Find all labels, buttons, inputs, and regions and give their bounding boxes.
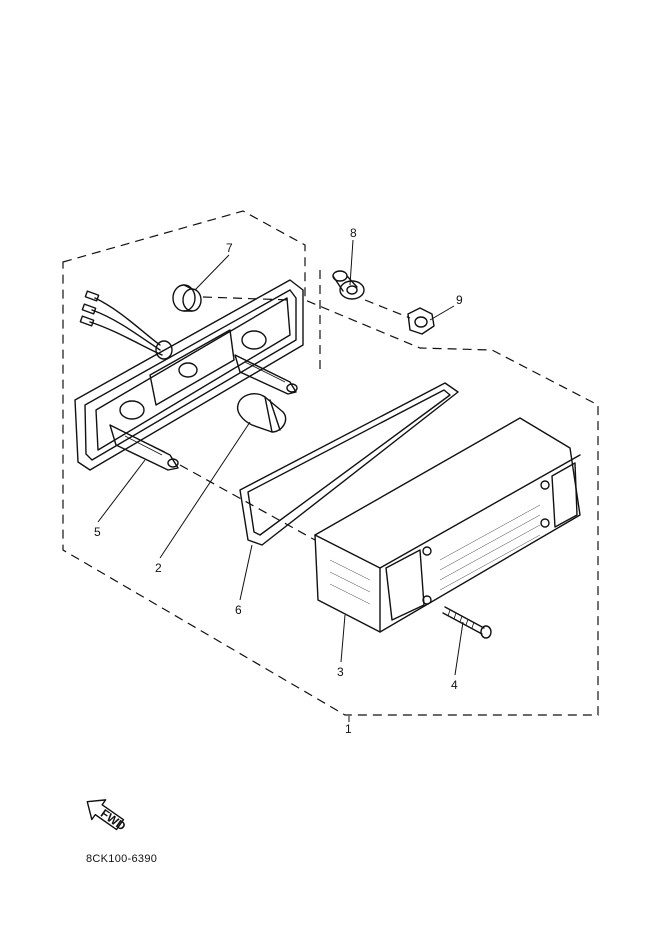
bulb-part	[236, 393, 287, 433]
collar-part	[332, 270, 365, 300]
lens-part	[314, 417, 581, 633]
gasket-part	[239, 382, 459, 546]
grommet-part	[172, 284, 202, 312]
lamp-housing	[74, 279, 304, 471]
fwd-arrow-icon: FWD	[86, 799, 129, 834]
catalog-code: 8CK100-6390	[86, 853, 158, 865]
callout-8: 8	[350, 226, 357, 240]
alignment-lines	[179, 296, 411, 541]
callout-1: 1	[345, 722, 352, 736]
callout-3: 3	[337, 665, 344, 679]
callout-7: 7	[226, 241, 233, 255]
callout-6: 6	[235, 603, 242, 617]
screw-part	[442, 606, 492, 639]
nut-part	[407, 307, 435, 335]
leader-lines	[97, 239, 464, 722]
callout-9: 9	[456, 293, 463, 307]
fwd-label: FWD	[98, 806, 129, 833]
callout-4: 4	[451, 678, 458, 692]
callout-labels: 7 8 9 5 2 6 3 4 1	[94, 226, 463, 736]
assembly-boundary	[62, 210, 599, 716]
callout-2: 2	[155, 561, 162, 575]
callout-5: 5	[94, 525, 101, 539]
wire-harness	[79, 290, 173, 360]
